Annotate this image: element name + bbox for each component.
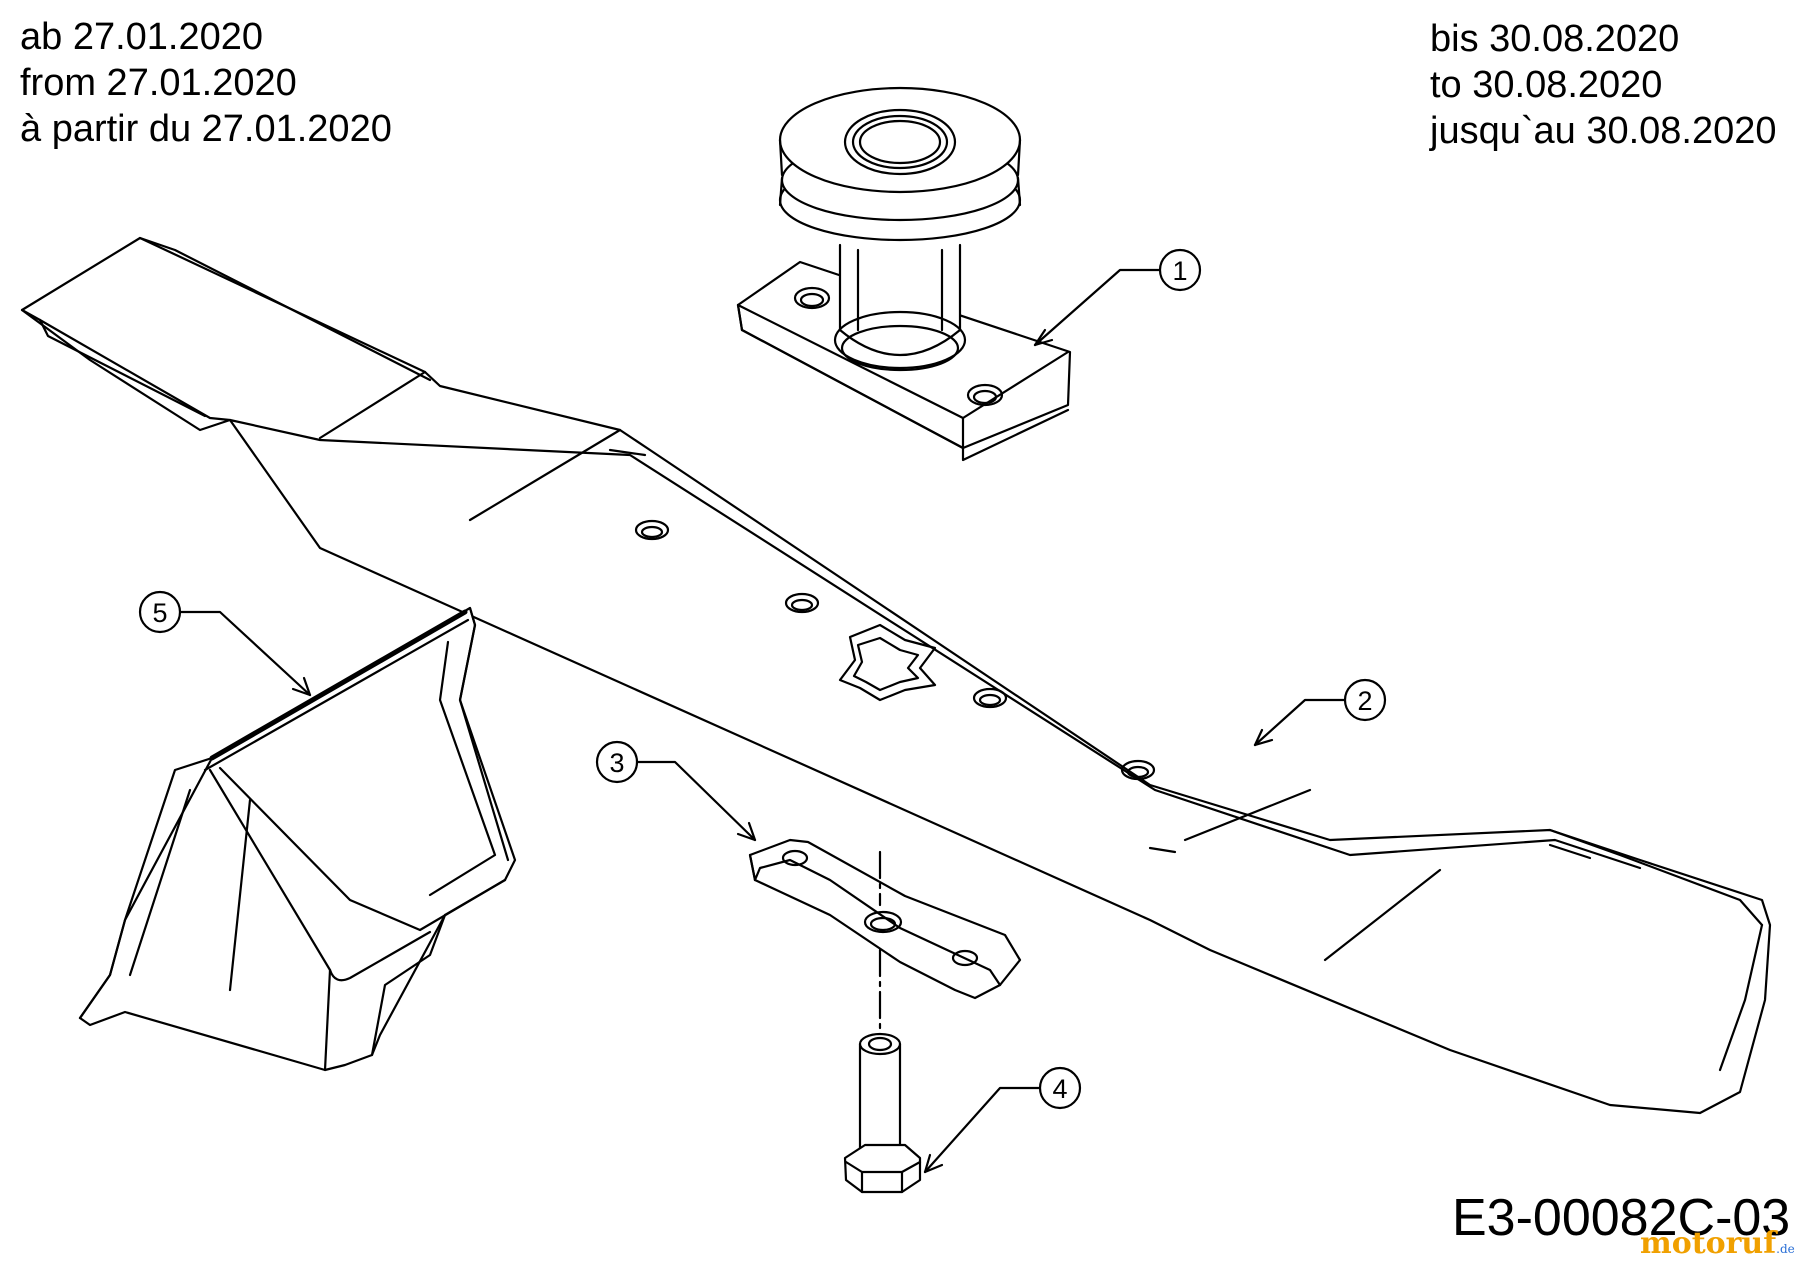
- callout-5: 5: [138, 590, 312, 697]
- valid-from-dates: ab 27.01.2020 from 27.01.2020 à partir d…: [20, 14, 392, 152]
- valid-from-de: ab 27.01.2020: [20, 16, 264, 58]
- valid-from-en: from 27.01.2020: [20, 62, 297, 104]
- watermark-tld: .de: [1776, 1242, 1795, 1256]
- valid-from-fr: à partir du 27.01.2020: [20, 108, 392, 150]
- blade-spindle-housing-part[interactable]: [736, 86, 1072, 462]
- mower-blade-part[interactable]: [20, 236, 1772, 1115]
- callout-1: 1: [1033, 248, 1202, 347]
- valid-until-dates: bis 30.08.2020 to 30.08.2020 jusqu`au 30…: [1430, 16, 1777, 154]
- callout-3: 3: [595, 740, 757, 842]
- svg-text:1: 1: [1172, 256, 1187, 286]
- valid-until-fr: jusqu`au 30.08.2020: [1430, 110, 1777, 152]
- discharge-deflector-part[interactable]: [78, 606, 517, 1072]
- svg-text:3: 3: [609, 748, 624, 778]
- diagram-part-code: E3-00082C-03: [1452, 1189, 1791, 1247]
- callout-4: 4: [923, 1066, 1082, 1174]
- valid-until-en: to 30.08.2020: [1430, 64, 1663, 106]
- blade-bolt-part[interactable]: [843, 1032, 922, 1194]
- svg-text:2: 2: [1357, 686, 1372, 716]
- watermark-logo: motoruf.de: [1640, 1226, 1795, 1261]
- blade-adapter-part[interactable]: [748, 838, 1022, 1032]
- watermark-text: motoruf: [1640, 1226, 1777, 1261]
- svg-text:5: 5: [152, 598, 167, 628]
- svg-text:4: 4: [1052, 1074, 1067, 1104]
- callout-2: 2: [1253, 678, 1387, 747]
- valid-until-de: bis 30.08.2020: [1430, 18, 1680, 60]
